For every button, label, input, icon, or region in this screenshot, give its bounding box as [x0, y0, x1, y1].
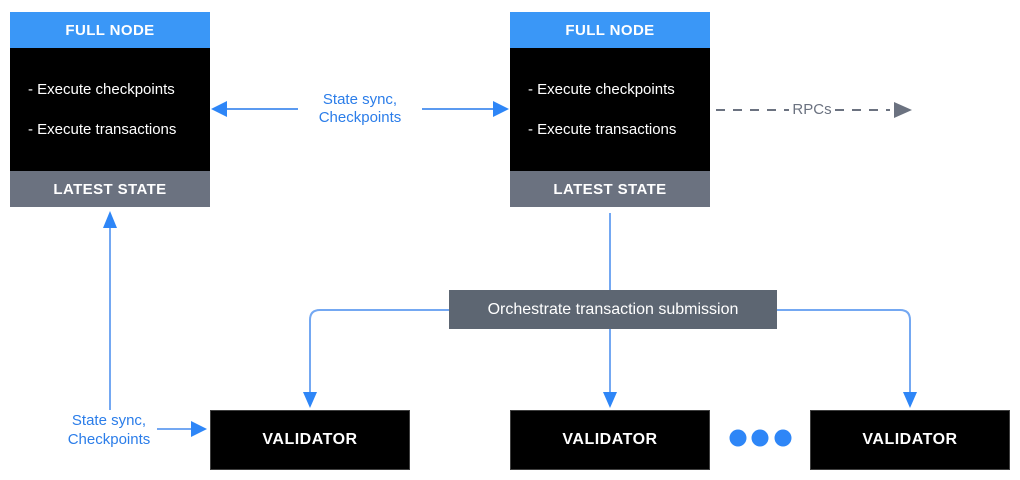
validator-box-1: VALIDATOR [210, 410, 410, 470]
state-sync-label-bottom-line1: State sync, [71, 412, 147, 429]
arrowhead-small-right-icon [191, 421, 207, 437]
arrowhead-up-icon [103, 211, 117, 228]
state-sync-label-top-line2: Checkpoints [318, 109, 402, 126]
full-node-right: FULL NODE - Execute checkpoints - Execut… [510, 12, 710, 207]
label-to-validator-arrow [157, 421, 207, 437]
arrowhead-down-right-icon [903, 392, 917, 408]
full-node-left-footer: LATEST STATE [10, 171, 210, 207]
full-node-left-item-2: - Execute transactions [28, 121, 177, 138]
orchestrate-to-validator3-arrow [777, 309, 917, 408]
arrowhead-left-icon [211, 101, 227, 117]
arrowhead-down-middle-icon [603, 392, 617, 408]
ellipsis-dots-icon [729, 429, 792, 447]
state-sync-label-top-line1: State sync, [322, 91, 398, 108]
full-node-left-item-1: - Execute checkpoints [28, 81, 175, 98]
orchestrate-to-validator1-arrow [303, 309, 449, 408]
ellipsis-dot [774, 429, 792, 447]
left-branch-path [309, 309, 449, 394]
right-branch-path [777, 309, 911, 394]
ellipsis-dot [751, 429, 769, 447]
arrowhead-down-left-icon [303, 392, 317, 408]
state-sync-label-bottom: State sync, Checkpoints [50, 411, 168, 449]
full-node-right-item-1: - Execute checkpoints [528, 81, 675, 98]
full-node-left-title: FULL NODE [10, 12, 210, 48]
full-node-right-body: - Execute checkpoints - Execute transact… [510, 48, 710, 171]
ellipsis-dot [729, 429, 747, 447]
orchestrate-transaction-submission-box: Orchestrate transaction submission [449, 290, 777, 329]
full-node-right-title: FULL NODE [510, 12, 710, 48]
full-node-left: FULL NODE - Execute checkpoints - Execut… [10, 12, 210, 207]
validator-box-3: VALIDATOR [810, 410, 1010, 470]
rpc-arrowhead-icon [894, 102, 912, 118]
validator-box-2: VALIDATOR [510, 410, 710, 470]
state-sync-label-top: State sync, Checkpoints [298, 91, 422, 127]
rpcs-label: RPCs [789, 101, 835, 119]
arrowhead-right-icon [493, 101, 509, 117]
state-sync-label-bottom-line2: Checkpoints [67, 431, 151, 448]
full-node-right-footer: LATEST STATE [510, 171, 710, 207]
full-node-right-item-2: - Execute transactions [528, 121, 677, 138]
full-node-left-body: - Execute checkpoints - Execute transact… [10, 48, 210, 171]
validator-to-fullnode-arrow [103, 211, 117, 410]
